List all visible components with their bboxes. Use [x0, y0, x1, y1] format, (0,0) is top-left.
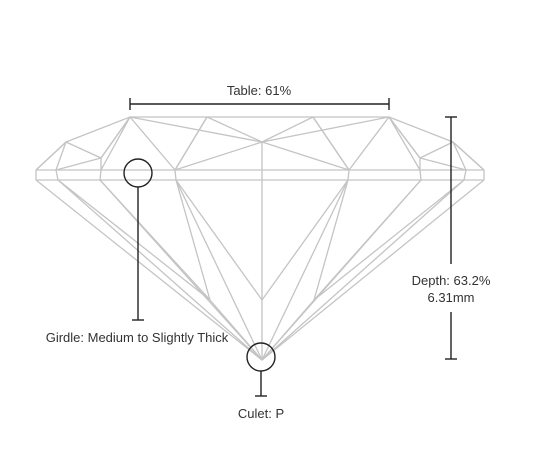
girdle-label: Girdle: Medium to Slightly Thick [46, 330, 229, 345]
crown-facets [35, 116, 485, 171]
diamond-facets [35, 116, 485, 361]
culet-label: Culet: P [238, 406, 284, 421]
depth-measurement: Depth: 63.2% 6.31mm [412, 116, 491, 360]
girdle-segments [55, 169, 467, 181]
depth-label: Depth: 63.2% [412, 273, 491, 288]
culet-callout: Culet: P [238, 342, 284, 421]
girdle-marker-circle [123, 158, 153, 188]
depth-mm-label: 6.31mm [428, 290, 475, 305]
girdle-callout: Girdle: Medium to Slightly Thick [46, 158, 229, 345]
table-measurement: Table: 61% [129, 83, 390, 110]
crown-outline [35, 116, 485, 171]
pavilion-facets [35, 179, 485, 361]
table-label: Table: 61% [227, 83, 292, 98]
